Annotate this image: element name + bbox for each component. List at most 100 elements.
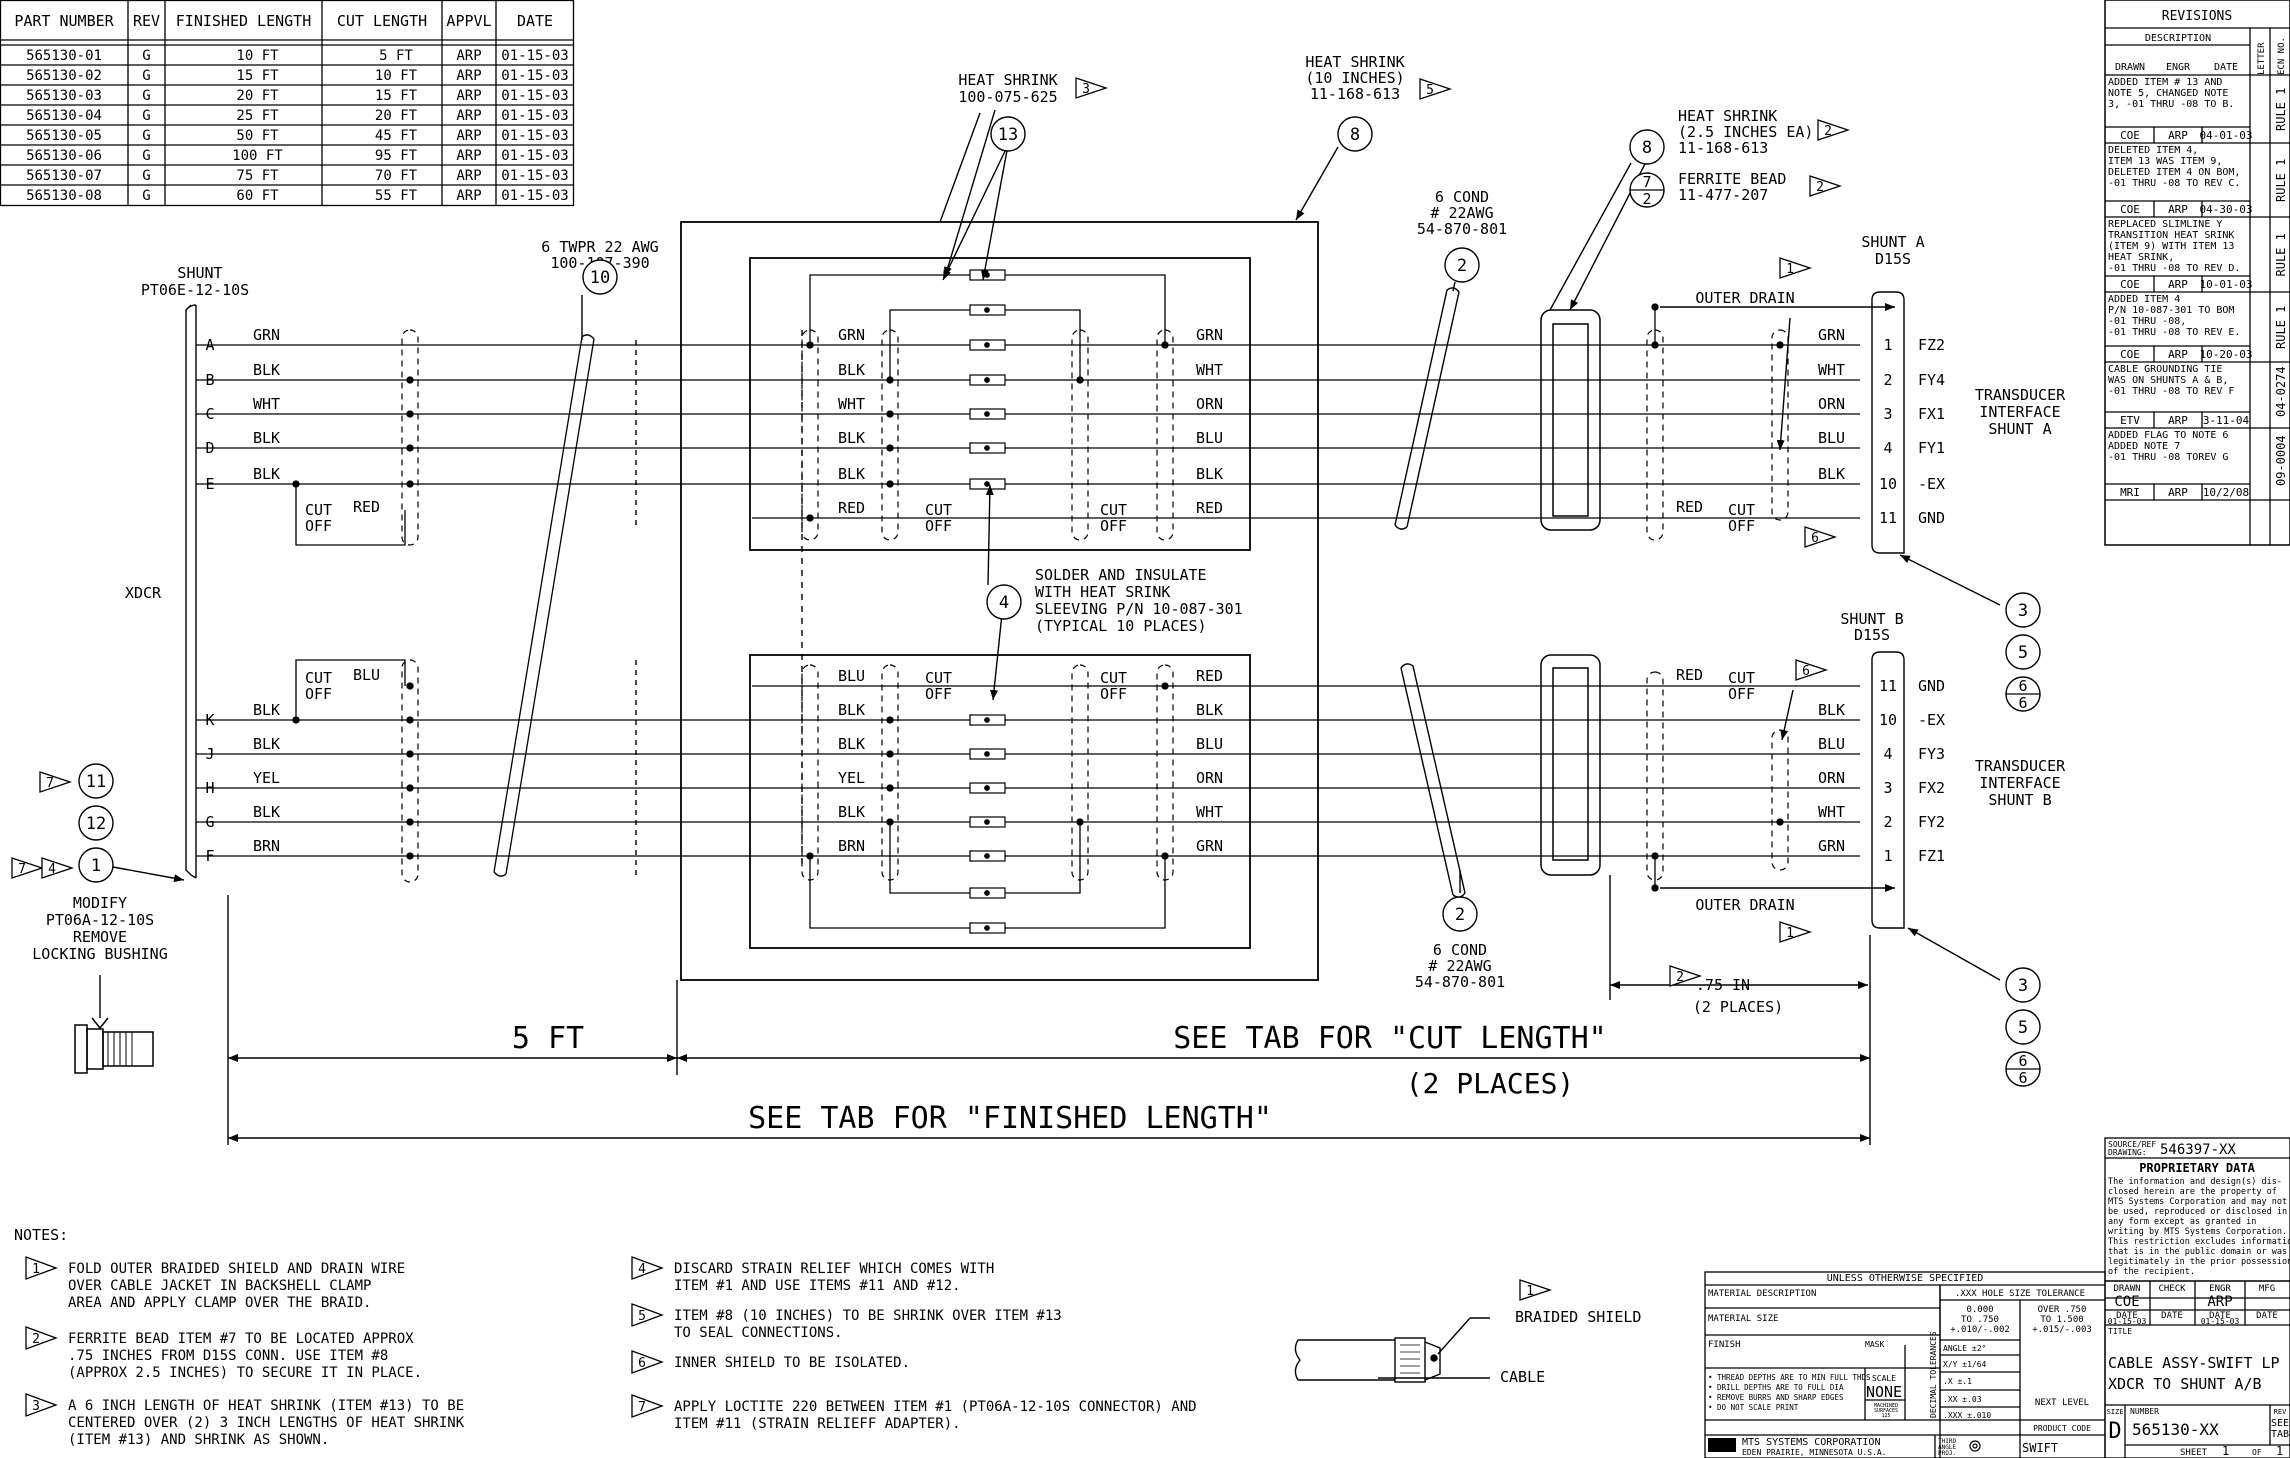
proprietary-line: that is in the public domain or was bbox=[2108, 1247, 2287, 1257]
tol-xxx: .XXX ±.010 bbox=[1943, 1411, 1991, 1420]
revision-line: TRANSITION HEAT SRINK bbox=[2108, 230, 2234, 241]
heat-shrink-13-part: 100-075-625 bbox=[958, 88, 1057, 106]
tolerance-cell: +.015/-.003 bbox=[2032, 1325, 2092, 1335]
table-cell: ARP bbox=[456, 148, 481, 164]
pin-right-bottom: 3 bbox=[1883, 779, 1892, 797]
revision-line: ADDED NOTE 7 bbox=[2108, 441, 2180, 452]
pin-right-bottom: 4 bbox=[1883, 745, 1892, 763]
tol-frac: X/Y ±1/64 bbox=[1943, 1360, 1987, 1369]
pin-right-top: 2 bbox=[1883, 371, 1892, 389]
revision-date: 10-20-03 bbox=[2200, 348, 2253, 361]
note-line: INNER SHIELD TO BE ISOLATED. bbox=[674, 1355, 910, 1371]
signal-right-bottom: FY3 bbox=[1918, 745, 1945, 763]
size-value: D bbox=[2108, 1419, 2121, 1444]
note-flag: 2 bbox=[1817, 119, 1851, 141]
general-note: • REMOVE BURRS AND SHARP EDGES bbox=[1708, 1393, 1844, 1402]
six-cond-bottom-awg: # 22AWG bbox=[1428, 957, 1491, 975]
table-cell: ARP bbox=[456, 128, 481, 144]
pin-right-top: 11 bbox=[1879, 509, 1897, 527]
cut-label: CUT bbox=[1728, 501, 1755, 519]
tol-x: .X ±.1 bbox=[1943, 1377, 1972, 1386]
signal-right-bottom: FX2 bbox=[1918, 779, 1945, 797]
six-cond-cable-sleeve-top bbox=[1394, 287, 1460, 530]
revision-line: HEAT SRINK, bbox=[2108, 252, 2174, 263]
unless-label: UNLESS OTHERWISE SPECIFIED bbox=[1827, 1273, 1984, 1284]
wire-color-left-bottom: BLK bbox=[253, 803, 280, 821]
general-note: • DRILL DEPTHS ARE TO FULL DIA bbox=[1708, 1383, 1844, 1392]
wire-color-mid-left-top: RED bbox=[838, 499, 865, 517]
pin-left-bottom: H bbox=[205, 779, 214, 797]
scale-label: SCALE bbox=[1872, 1374, 1896, 1383]
note-line: (APPROX 2.5 INCHES) TO SECURE IT IN PLAC… bbox=[68, 1365, 422, 1381]
item-balloon: 11 bbox=[78, 763, 114, 799]
tolerance-cell: 0.000 bbox=[1966, 1305, 1993, 1315]
item-balloon: 1 bbox=[78, 847, 114, 883]
revision-line: -01 THRU -08 TO REV C. bbox=[2108, 178, 2240, 189]
split-balloon-top: 6 bbox=[2018, 1052, 2027, 1070]
table-cell: 565130-06 bbox=[26, 148, 102, 164]
revision-line: -01 THRU -08 TO REV E. bbox=[2108, 327, 2240, 338]
item-balloon-number: 12 bbox=[86, 814, 106, 834]
table-cell: 5 FT bbox=[379, 48, 413, 64]
pin-left-bottom: G bbox=[205, 813, 214, 831]
cut-label: CUT bbox=[1100, 501, 1127, 519]
engr-label: ENGR bbox=[2209, 1284, 2231, 1294]
ferrite-bead-part: 11-477-207 bbox=[1678, 186, 1768, 204]
pin-left-top: E bbox=[205, 475, 214, 493]
date-label: DATE bbox=[2116, 1311, 2138, 1321]
outer-drain-bottom: OUTER DRAIN bbox=[1695, 896, 1794, 914]
table-cell: G bbox=[142, 48, 150, 64]
revision-engr: ARP bbox=[2168, 414, 2188, 427]
tol-angle: ANGLE ±2° bbox=[1943, 1344, 1986, 1353]
of-label: OF bbox=[2252, 1448, 2262, 1457]
wire-color-right-top: BLU bbox=[1818, 429, 1845, 447]
wire-red-right-bottom: RED bbox=[1676, 666, 1703, 684]
braided-shield-detail-icon bbox=[1294, 1317, 1490, 1383]
wire-color-mid-right-top: ORN bbox=[1196, 395, 1223, 413]
outer-drain-top: OUTER DRAIN bbox=[1695, 289, 1794, 307]
table-cell: 70 FT bbox=[375, 168, 418, 184]
cut-label: CUT bbox=[925, 669, 952, 687]
pin-left-bottom: F bbox=[205, 847, 214, 865]
engr-value: ARP bbox=[2207, 1294, 2232, 1310]
table-header-1: REV bbox=[133, 12, 160, 30]
proprietary-line: The information and design(s) dis- bbox=[2108, 1177, 2282, 1187]
off-label: OFF bbox=[305, 685, 332, 703]
table-cell: 565130-03 bbox=[26, 88, 102, 104]
table-header-2: FINISHED LENGTH bbox=[176, 12, 311, 30]
general-note: • DO NOT SCALE PRINT bbox=[1708, 1403, 1799, 1412]
signal-right-bottom: -EX bbox=[1918, 711, 1945, 729]
heat-shrink-8-label: HEAT SHRINK bbox=[1305, 53, 1404, 71]
revisions-description-header: DESCRIPTION bbox=[2145, 33, 2211, 44]
note-flag-number: 2 bbox=[1824, 124, 1832, 139]
revision-date: 10/2/08 bbox=[2203, 486, 2249, 499]
note-line: AREA AND APPLY CLAMP OVER THE BRAID. bbox=[68, 1295, 371, 1311]
table-cell: G bbox=[142, 168, 150, 184]
revision-date: 04-30-03 bbox=[2200, 203, 2253, 216]
next-level-label: NEXT LEVEL bbox=[2035, 1398, 2089, 1408]
revision-date: 3-11-04 bbox=[2203, 414, 2250, 427]
note-flag-number: 6 bbox=[1811, 531, 1819, 546]
note-line: (ITEM #13) AND SHRINK AS SHOWN. bbox=[68, 1432, 329, 1448]
off-label: OFF bbox=[925, 517, 952, 535]
tolerance-cell: +.010/-.002 bbox=[1950, 1325, 2010, 1335]
table-cell: 55 FT bbox=[375, 188, 418, 204]
revisions-title: REVISIONS bbox=[2162, 9, 2232, 24]
wire-color-right-top: WHT bbox=[1818, 361, 1845, 379]
finish-label: FINISH bbox=[1708, 1340, 1741, 1350]
table-cell: G bbox=[142, 188, 150, 204]
item-balloon-number: 4 bbox=[999, 593, 1009, 613]
wire-color-mid-left-bottom: BLK bbox=[838, 735, 865, 753]
proprietary-line: closed herein are the property of bbox=[2108, 1187, 2277, 1197]
note-line: .75 INCHES FROM D15S CONN. USE ITEM #8 bbox=[68, 1348, 388, 1364]
revision-engr: ARP bbox=[2168, 348, 2188, 361]
note-flag: 7 bbox=[11, 857, 45, 879]
mask-label: MASK bbox=[1865, 1340, 1884, 1349]
item-balloon: 2 bbox=[1444, 247, 1480, 283]
heat-shrink-8-part: 11-168-613 bbox=[1310, 85, 1400, 103]
table-cell: ARP bbox=[456, 68, 481, 84]
table-cell: ARP bbox=[456, 108, 481, 124]
note-flag-number: 7 bbox=[46, 776, 54, 791]
